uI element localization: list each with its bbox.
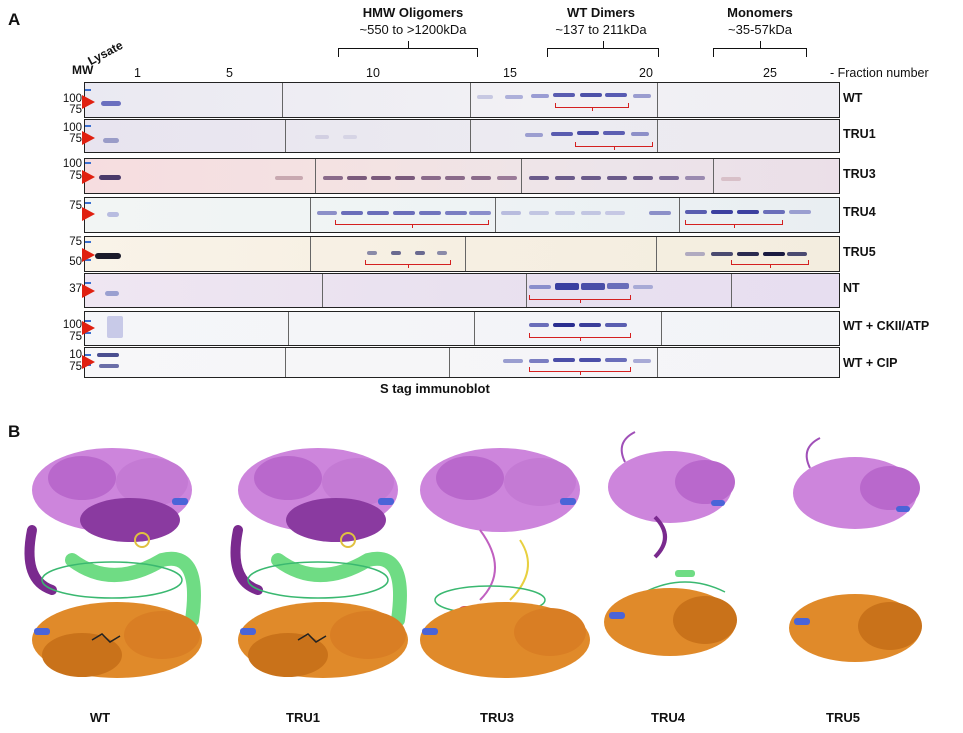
header-monomers-title: Monomers — [727, 5, 793, 20]
header-hmw: HMW Oligomers ~550 to >1200kDa — [338, 4, 488, 38]
header-hmw-range: ~550 to >1200kDa — [359, 22, 467, 37]
blot-strip-wt — [84, 82, 840, 118]
bracket-monomers — [713, 41, 807, 57]
mw-marker: 75 — [69, 361, 82, 373]
structure-label-tru4: TRU4 — [651, 710, 685, 725]
panel-a-letter: A — [8, 10, 21, 29]
blot-strip-nt — [84, 273, 840, 308]
fraction-number-10: 10 — [366, 66, 380, 80]
fraction-number-20: 20 — [639, 66, 653, 80]
mw-marker: 75 — [69, 170, 82, 182]
blot-strip-tru1 — [84, 119, 840, 153]
blot-strip-ckii — [84, 311, 840, 346]
bracket-dimers — [547, 41, 659, 57]
mw-marker: 75 — [69, 133, 82, 145]
header-dimers: WT Dimers ~137 to 211kDa — [536, 4, 666, 38]
mw-marker: 75 — [69, 200, 82, 212]
bracket-hmw — [338, 41, 478, 57]
row-label-tru4: TRU4 — [843, 205, 876, 219]
row-label-nt: NT — [843, 281, 860, 295]
mw-marker: 10 — [69, 349, 82, 361]
structure-label-tru5: TRU5 — [826, 710, 860, 725]
fraction-number-5: 5 — [226, 66, 233, 80]
mw-marker: 75 — [69, 331, 82, 343]
structure-renderings — [0, 431, 922, 700]
structure-label-tru1: TRU1 — [286, 710, 320, 725]
header-monomers-range: ~35-57kDa — [728, 22, 792, 37]
fraction-number-15: 15 — [503, 66, 517, 80]
mw-marker: 100 — [62, 158, 82, 170]
blot-caption: S tag immunoblot — [380, 381, 490, 396]
header-monomers: Monomers ~35-57kDa — [705, 4, 815, 38]
mw-marker: 75 — [69, 236, 82, 248]
fraction-number-caption: - Fraction number — [830, 66, 929, 80]
mw-marker: 100 — [62, 93, 82, 105]
blot-strip-tru4 — [84, 197, 840, 233]
mw-column-label: MW — [72, 63, 94, 77]
panel-b-letter: B — [8, 422, 21, 441]
fraction-number-1: 1 — [134, 66, 141, 80]
lysate-column-label: Lysate — [85, 37, 126, 68]
header-dimers-range: ~137 to 211kDa — [555, 22, 647, 37]
mw-marker: 100 — [62, 319, 82, 331]
structure-tru3 — [420, 448, 590, 678]
structure-label-wt: WT — [89, 710, 111, 725]
row-label-wt-cip: WT + CIP — [843, 356, 898, 370]
structure-tru4 — [604, 431, 737, 656]
structure-tru1 — [236, 448, 409, 678]
row-label-tru1: TRU1 — [843, 127, 876, 141]
blot-strip-cip — [84, 347, 840, 378]
header-hmw-title: HMW Oligomers — [362, 5, 464, 20]
mw-marker: 37 — [69, 283, 82, 295]
fraction-number-25: 25 — [763, 66, 777, 80]
row-label-wt: WT — [843, 91, 863, 105]
row-label-wt-ckii-atp: WT + CKII/ATP — [843, 319, 930, 333]
structure-wt — [30, 448, 203, 678]
header-dimers-title: WT Dimers — [567, 5, 635, 20]
row-label-tru3: TRU3 — [843, 167, 876, 181]
row-label-tru5: TRU5 — [843, 245, 876, 259]
mw-marker: 75 — [69, 104, 82, 116]
blot-strip-tru3 — [84, 158, 840, 194]
structure-tru5 — [789, 437, 922, 662]
mw-marker: 100 — [62, 122, 82, 134]
blot-strip-tru5 — [84, 236, 840, 272]
mw-marker: 50 — [69, 256, 82, 268]
structure-label-tru3: TRU3 — [480, 710, 514, 725]
